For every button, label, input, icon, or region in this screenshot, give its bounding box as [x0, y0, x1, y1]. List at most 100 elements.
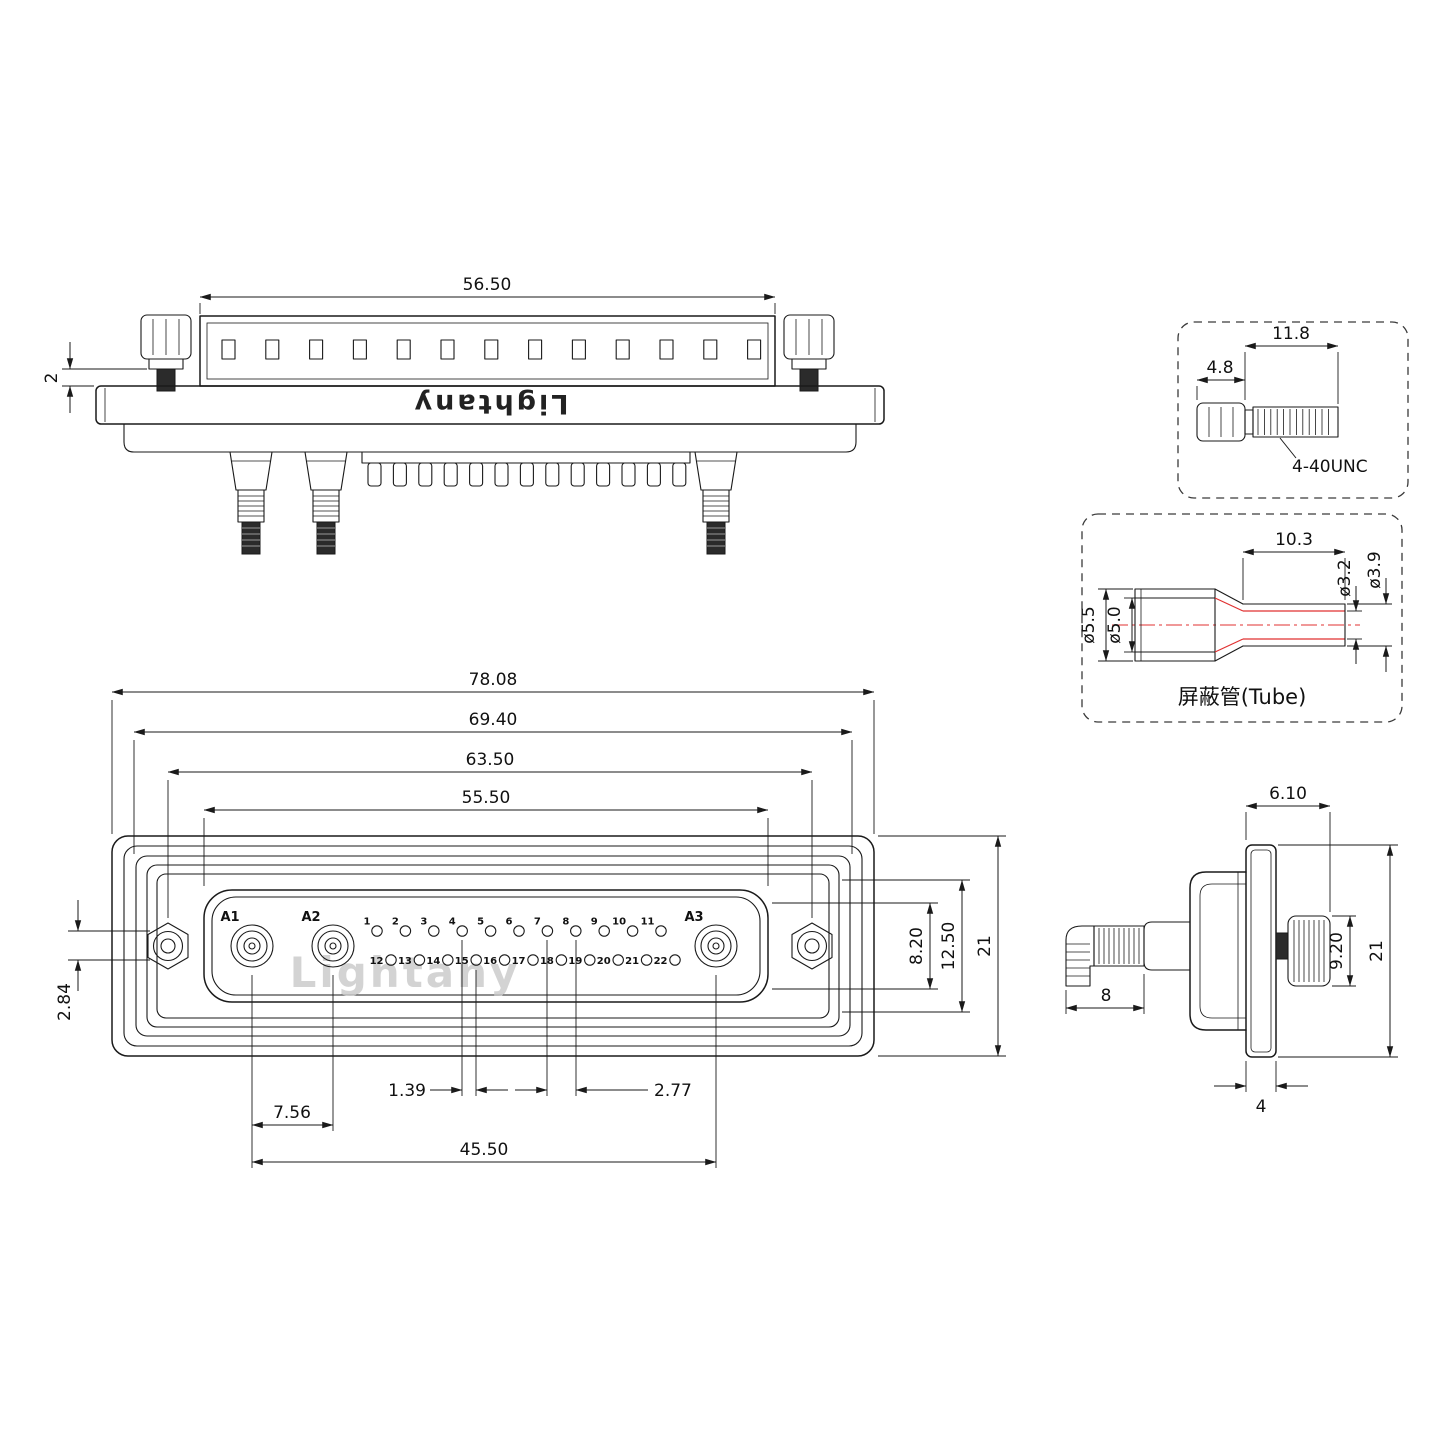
pin-contact — [513, 925, 525, 937]
dim-text: 4.8 — [1206, 358, 1233, 378]
rear-shell — [123, 423, 857, 555]
pin-number: 3 — [420, 917, 427, 928]
coax-tail-crimp — [316, 521, 336, 555]
side-wire-elbow — [1065, 925, 1095, 987]
top-view: Lightany 56.50 2 — [42, 275, 885, 555]
pin-contact — [584, 954, 596, 966]
dim-wire-stub: 8 — [1065, 974, 1145, 1014]
dim-text: 69.40 — [469, 710, 518, 730]
dim-front-depth: 6.10 — [1245, 784, 1331, 912]
pin-number: 12 — [370, 956, 384, 967]
side-screw-ridges — [1293, 920, 1325, 982]
dim-inner-small: ø3.2 — [1335, 559, 1362, 664]
pin-contact — [371, 925, 383, 937]
coax-ring — [329, 942, 337, 950]
solder-cup — [392, 462, 407, 487]
pin-number: 22 — [654, 956, 668, 967]
side-wire-nozzle — [1143, 921, 1191, 971]
rear-pin-slot — [265, 339, 280, 360]
rear-pin-slots — [221, 339, 762, 360]
coax-ring — [707, 937, 725, 955]
dim-face-width: 55.50 — [203, 788, 769, 886]
coax-ring — [694, 924, 738, 968]
dim-text: ø3.2 — [1335, 559, 1355, 596]
pin-contact — [669, 954, 681, 966]
pin-number: 10 — [612, 917, 626, 928]
dim-half-pitch: 1.39 — [388, 940, 508, 1101]
dim-face-height: 8.20 — [772, 902, 938, 990]
detail-box — [1081, 513, 1403, 723]
dim-text: 63.50 — [466, 750, 515, 770]
dim-body-width: 56.50 — [199, 275, 776, 314]
rear-pin-slot — [309, 339, 324, 360]
screw-drawing — [1196, 402, 1339, 442]
mounting-nut-right — [791, 922, 833, 970]
pin-number: 20 — [597, 956, 611, 967]
dim-flange-thickness: 4 — [1214, 1061, 1308, 1117]
solder-cup — [494, 462, 509, 487]
pin-number: 5 — [477, 917, 484, 928]
thread-spec-callout: 4-40UNC — [1279, 437, 1368, 477]
side-crimp — [1065, 925, 1145, 987]
solder-cup — [519, 462, 534, 487]
dim-head-length: 4.8 — [1196, 358, 1246, 400]
pin-contact — [498, 954, 511, 966]
pin-number: 7 — [534, 917, 541, 928]
dim-text: 21 — [975, 935, 995, 957]
dim-overall-width: 78.08 — [111, 670, 875, 834]
dim-washer-gap: 2 — [42, 342, 147, 413]
jack-screw-right — [783, 314, 835, 392]
solder-cup — [443, 462, 458, 487]
side-shell — [1189, 871, 1247, 1031]
dim-text: 4 — [1256, 1097, 1267, 1117]
pin-contact — [428, 925, 440, 937]
screw-thread-lines — [1257, 409, 1329, 435]
dim-screw-head: 9.20 — [1327, 915, 1356, 987]
dim-screw-spacing: 63.50 — [167, 750, 813, 918]
pin-number: 9 — [591, 917, 598, 928]
dim-shell-width: 69.40 — [133, 710, 853, 854]
dsub-face-inner — [211, 896, 761, 996]
dim-text: 45.50 — [460, 1140, 509, 1160]
pin-number: 14 — [426, 956, 440, 967]
side-view: 6.10 9.20 21 8 4 — [1065, 784, 1398, 1117]
dim-overall-height: 21 — [878, 835, 1006, 1057]
dim-tube-length: 10.3 — [1242, 530, 1346, 600]
dim-text: 21 — [1367, 940, 1387, 962]
dim-thread-length: 11.8 — [1244, 324, 1339, 404]
thread-spec-text: 4-40UNC — [1292, 457, 1368, 477]
pin-contact — [640, 954, 653, 966]
rear-pin-slot — [484, 339, 499, 360]
side-jack-screw — [1275, 915, 1331, 987]
coax-ring — [243, 937, 261, 955]
flange-plate: Lightany — [95, 385, 885, 425]
rear-pin-slot — [528, 339, 543, 360]
dim-text: 9.20 — [1327, 932, 1347, 970]
jack-screw-left — [140, 314, 192, 392]
pin-contact — [541, 925, 554, 937]
dim-text: ø3.9 — [1365, 551, 1385, 588]
solder-cup — [367, 462, 382, 487]
pin-number: 13 — [398, 956, 412, 967]
rear-pin-slot — [440, 339, 455, 360]
coax-tail-cup — [229, 451, 273, 491]
side-flange — [1245, 844, 1277, 1058]
coax-ring — [317, 930, 349, 962]
dim-text: 12.50 — [939, 922, 959, 971]
coax-ring — [230, 924, 274, 968]
dim-text: 56.50 — [463, 275, 512, 295]
coax-label: A3 — [684, 910, 703, 925]
coax-ring — [236, 930, 268, 962]
dim-text: 2.84 — [55, 983, 75, 1021]
brand-marking: Lightany — [412, 388, 569, 419]
rear-pin-slot — [615, 339, 630, 360]
rear-solder-cups — [367, 462, 687, 487]
solder-cup — [570, 462, 585, 487]
coax-tail-cup — [694, 451, 738, 491]
pin-contact — [598, 925, 610, 937]
